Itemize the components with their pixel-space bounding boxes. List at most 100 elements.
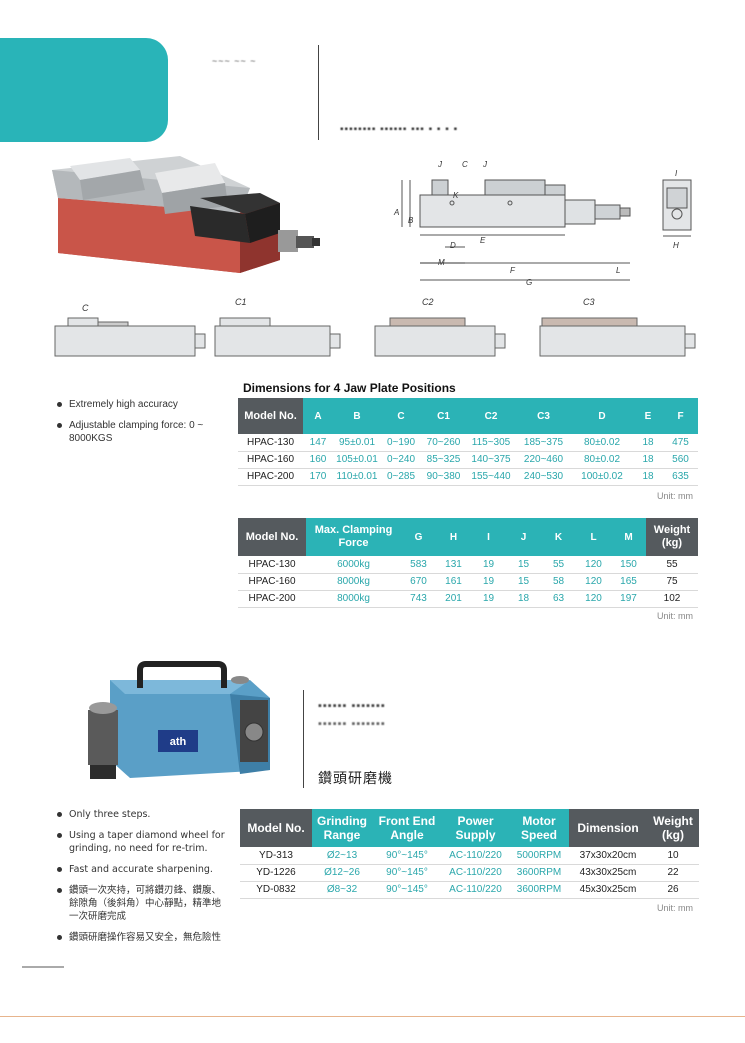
table-row: HPAC-160 160 105±0.01 0~240 85~325 140~3… — [238, 451, 698, 469]
table-cell: 583 — [401, 556, 436, 574]
table-row: YD-1226 Ø12~26 90°~145° AC-110/220 3600R… — [240, 864, 699, 882]
table-cell: 19 — [471, 590, 506, 608]
label-pos-c1: C1 — [235, 297, 247, 307]
grinder-chinese-title: 鑽頭研磨機 — [318, 771, 393, 787]
table3-header: Grinding Range — [312, 809, 372, 847]
table-row: HPAC-130 6000kg 583 131 19 15 55 120 150… — [238, 556, 698, 574]
table1-header: E — [633, 398, 663, 434]
table-cell: 160 — [303, 451, 333, 469]
table-cell: 70~260 — [421, 434, 466, 452]
table-cell: HPAC-160 — [238, 451, 303, 469]
table-cell: 140~375 — [466, 451, 516, 469]
label-h: H — [673, 241, 679, 250]
table1-header: C1 — [421, 398, 466, 434]
table-cell: 3600RPM — [509, 864, 569, 882]
table1-header: A — [303, 398, 333, 434]
table-cell: 147 — [303, 434, 333, 452]
table-cell: 18 — [506, 590, 541, 608]
table-cell: Ø2~13 — [312, 847, 372, 865]
table2-header: Weight (kg) — [646, 518, 698, 556]
table-cell: 115~305 — [466, 434, 516, 452]
vise-feature-item: Extremely high accuracy — [55, 398, 225, 411]
table-cell: 18 — [633, 451, 663, 469]
table-cell: 43x30x25cm — [569, 864, 647, 882]
table-cell: 120 — [576, 590, 611, 608]
table2-header: I — [471, 518, 506, 556]
table-cell: 197 — [611, 590, 646, 608]
footer-mark — [22, 966, 64, 968]
table-cell: 240~530 — [516, 468, 571, 486]
table-cell: 58 — [541, 573, 576, 591]
table-cell: HPAC-160 — [238, 573, 306, 591]
table-cell: 90°~145° — [372, 864, 442, 882]
table-cell: 18 — [633, 434, 663, 452]
label-i: I — [675, 169, 678, 178]
table-row: YD-0832 Ø8~32 90°~145° AC-110/220 3600RP… — [240, 881, 699, 899]
table-cell: 201 — [436, 590, 471, 608]
table-row: YD-313 Ø2~13 90°~145° AC-110/220 5000RPM… — [240, 847, 699, 865]
table-cell: 0~285 — [381, 468, 421, 486]
table-cell: 95±0.01 — [333, 434, 381, 452]
table-cell: 90~380 — [421, 468, 466, 486]
table-cell: 19 — [471, 573, 506, 591]
table-row: HPAC-200 8000kg 743 201 19 18 63 120 197… — [238, 590, 698, 608]
label-d: D — [450, 241, 456, 250]
table3-header: Front End Angle — [372, 809, 442, 847]
table-cell: 131 — [436, 556, 471, 574]
table-cell: 150 — [611, 556, 646, 574]
table-cell: 475 — [663, 434, 698, 452]
table3-header: Power Supply — [442, 809, 509, 847]
label-c: C — [462, 160, 468, 169]
table-cell: 155~440 — [466, 468, 516, 486]
header-divider — [318, 45, 319, 140]
table-cell: HPAC-130 — [238, 434, 303, 452]
label-m: M — [438, 258, 445, 267]
table-cell: AC-110/220 — [442, 847, 509, 865]
table2-header: L — [576, 518, 611, 556]
table-cell: 75 — [646, 573, 698, 591]
table-cell: 26 — [647, 881, 699, 899]
table-cell: AC-110/220 — [442, 864, 509, 882]
table3-header: Model No. — [240, 809, 312, 847]
table-cell: 105±0.01 — [333, 451, 381, 469]
grinder-feature-item: 鑽頭一次夾持，可將鑽刃鋒、鑽腹、餘隙角（後斜角）中心靜點，精準地一次研磨完成 — [55, 884, 225, 923]
grinder-feature-item: Using a taper diamond wheel for grinding… — [55, 829, 225, 855]
grinder-feature-item: Only three steps. — [55, 808, 225, 821]
table-cell: 743 — [401, 590, 436, 608]
table-cell: 0~240 — [381, 451, 421, 469]
table2-header: J — [506, 518, 541, 556]
grinder-product-image: ath — [88, 661, 270, 779]
table-cell: 185~375 — [516, 434, 571, 452]
table3-unit: Unit: mm — [657, 903, 693, 913]
table2-header: Model No. — [238, 518, 306, 556]
label-e: E — [480, 236, 486, 245]
table2-header: H — [436, 518, 471, 556]
header-teal-tab — [0, 38, 168, 142]
table-cell: 161 — [436, 573, 471, 591]
label-a: A — [393, 208, 399, 217]
grinder-divider — [303, 690, 304, 788]
table1-header: C3 — [516, 398, 571, 434]
table-cell: HPAC-130 — [238, 556, 306, 574]
table-cell: 120 — [576, 556, 611, 574]
table-cell: 3600RPM — [509, 881, 569, 899]
table-cell: 80±0.02 — [571, 434, 633, 452]
table1-title: Dimensions for 4 Jaw Plate Positions — [243, 381, 456, 395]
table1-header: Model No. — [238, 398, 303, 434]
label-pos-c2: C2 — [422, 297, 434, 307]
table1-header: F — [663, 398, 698, 434]
grinder-blurred-subtitle: ▪▪▪▪▪▪ ▪▪▪▪▪▪▪ — [318, 718, 386, 730]
vise-product-image — [52, 156, 320, 273]
vise-feature-item: Adjustable clamping force: 0 ~ 8000KGS — [55, 419, 225, 445]
label-l: L — [616, 266, 620, 275]
table1-header: C2 — [466, 398, 516, 434]
label-f: F — [510, 266, 516, 275]
jaw-positions-drawing: C C1 C2 C3 — [54, 297, 696, 357]
grinder-spec-table: Model No. Grinding Range Front End Angle… — [240, 809, 699, 899]
table-cell: Ø8~32 — [312, 881, 372, 899]
table-cell: 120 — [576, 573, 611, 591]
table-cell: YD-1226 — [240, 864, 312, 882]
label-pos-c3: C3 — [583, 297, 595, 307]
table-row: HPAC-130 147 95±0.01 0~190 70~260 115~30… — [238, 434, 698, 452]
table-cell: HPAC-200 — [238, 468, 303, 486]
